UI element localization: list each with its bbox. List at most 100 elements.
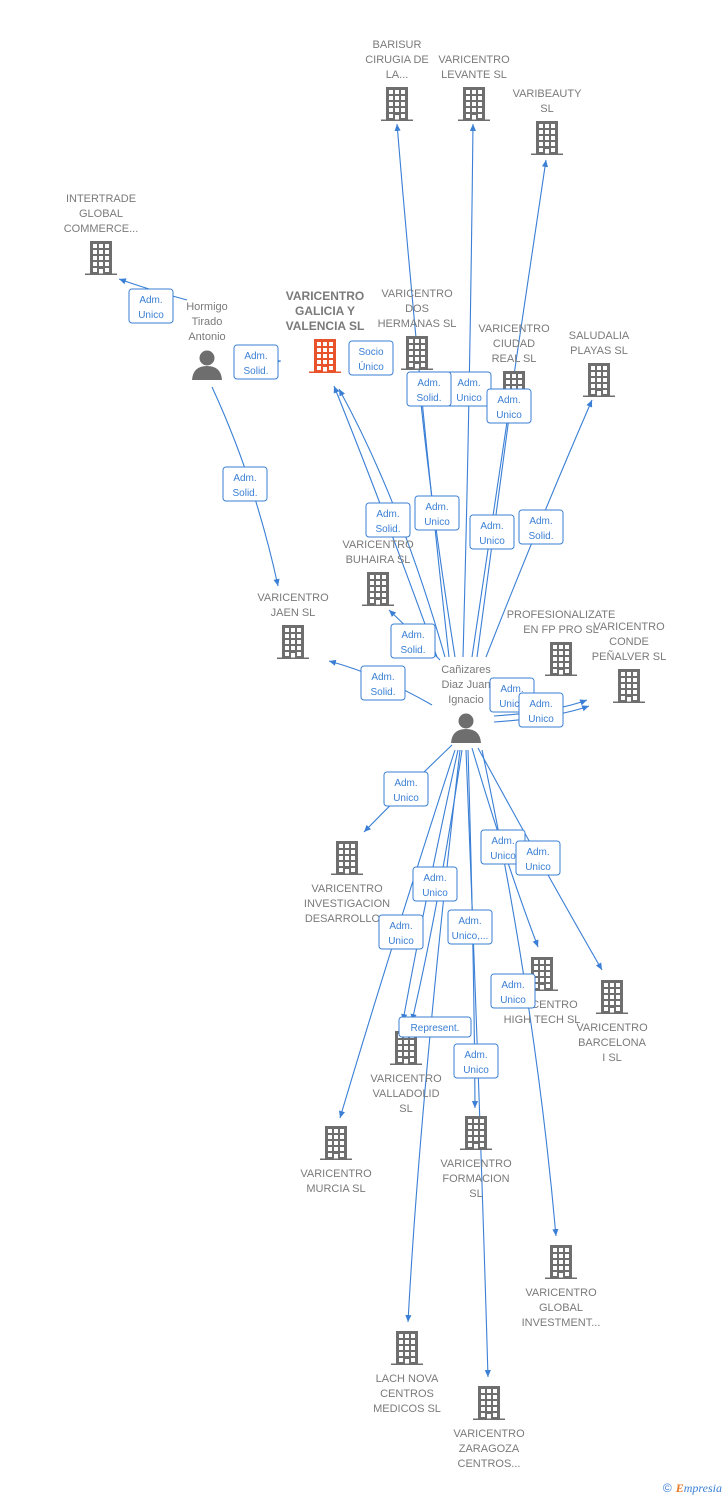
node-label-line: EN FP PRO SL <box>523 624 599 636</box>
relation-badge[interactable]: Adm. Unico <box>480 829 526 865</box>
relation-label-line: Adm. <box>425 502 448 513</box>
brand-name: mpresia <box>683 1481 722 1495</box>
node-label-line: MURCIA SL <box>306 1183 365 1195</box>
relation-label-line: Unico <box>490 851 516 862</box>
building-icon <box>381 87 413 121</box>
building-icon <box>320 1126 352 1160</box>
building-icon <box>596 980 628 1014</box>
node-label-line: Diaz Juan <box>442 679 491 691</box>
relation-label-line: Adm. <box>139 295 162 306</box>
relation-badge[interactable]: Adm.Unico <box>378 914 424 950</box>
node-label-line: Tirado <box>192 316 223 328</box>
node-label-line: VARICENTRO <box>438 54 510 66</box>
relation-badge[interactable]: Adm.Solid. <box>518 509 564 545</box>
brand-initial: E <box>675 1481 684 1495</box>
node-investigacion[interactable]: VARICENTROINVESTIGACIONDESARROLLO... <box>304 841 390 925</box>
node-label-line: LACH NOVA <box>376 1373 439 1385</box>
node-label-line: HIGH TECH SL <box>504 1014 581 1026</box>
relation-badge[interactable]: Represent. <box>398 1016 472 1038</box>
person-icon <box>451 713 481 743</box>
building-icon <box>458 87 490 121</box>
relation-label-line: Unico <box>525 862 551 873</box>
node-label-line: VARICENTRO <box>257 592 329 604</box>
relation-label-line: Adm. <box>491 836 514 847</box>
node-zaragoza[interactable]: VARICENTROZARAGOZACENTROS... <box>453 1386 525 1470</box>
building-icon <box>613 669 645 703</box>
relation-badge[interactable]: Adm.Solid. <box>222 466 268 502</box>
relation-badge[interactable]: Adm.Unico <box>446 371 492 407</box>
building-icon <box>545 1245 577 1279</box>
node-label-line: Cañizares <box>441 664 491 676</box>
relation-badge[interactable]: Adm.Unico <box>469 514 515 550</box>
node-label-line: VARIBEAUTY <box>513 88 583 100</box>
node-label-line: VARICENTRO <box>525 1287 597 1299</box>
relation-badge[interactable]: Adm.Unico,... <box>447 909 493 945</box>
node-label-line: CENTROS <box>380 1388 434 1400</box>
node-murcia[interactable]: VARICENTRO MURCIA SL <box>300 1126 372 1195</box>
relation-badge[interactable]: Adm.Solid. <box>360 665 406 701</box>
relation-badge[interactable]: Adm.Unico <box>453 1043 499 1079</box>
node-label-line: COMMERCE... <box>64 223 139 235</box>
relation-label-line: Adm. <box>457 378 480 389</box>
relation-badge[interactable]: Adm.Solid. <box>233 344 279 380</box>
node-global-investment[interactable]: VARICENTROGLOBALINVESTMENT... <box>522 1245 601 1329</box>
relation-label-line: Solid. <box>375 524 400 535</box>
node-label-line: VARICENTRO <box>576 1022 648 1034</box>
relation-badge[interactable]: Adm.Solid. <box>390 623 436 659</box>
node-label-line: PEÑALVER SL <box>592 650 666 663</box>
relation-label-line: Único <box>358 360 384 373</box>
relation-badge[interactable]: Adm.Unico <box>383 771 429 807</box>
relation-label-line: Adm. <box>526 847 549 858</box>
building-icon <box>309 339 341 373</box>
relation-badge[interactable]: Adm. Unico <box>128 288 174 324</box>
relation-label-line: Adm. <box>497 395 520 406</box>
node-label-line: BARCELONA <box>578 1037 647 1049</box>
node-label-line: PLAYAS SL <box>570 345 628 357</box>
node-label-line: ZARAGOZA <box>459 1443 520 1455</box>
relation-badge[interactable]: Adm.Solid. <box>406 371 452 407</box>
relation-badge[interactable]: Adm.Unico <box>414 495 460 531</box>
relation-label-line: Adm. <box>529 516 552 527</box>
node-label-line: DOS <box>405 303 429 315</box>
relation-label-line: Adm. <box>394 778 417 789</box>
relation-badge[interactable]: Adm.Unico <box>412 866 458 902</box>
node-label-line: BUHAIRA SL <box>346 554 411 566</box>
relation-badge[interactable]: Adm.Unico <box>518 692 564 728</box>
node-label-line: VARICENTRO <box>440 1158 512 1170</box>
relation-badge[interactable]: Adm.Unico <box>490 973 536 1009</box>
node-intertrade[interactable]: INTERTRADEGLOBALCOMMERCE... <box>64 193 139 275</box>
node-label-line: VARICENTRO <box>381 288 453 300</box>
building-icon <box>331 841 363 875</box>
relation-badge[interactable]: Adm.Unico <box>486 388 532 424</box>
relation-badge[interactable]: Adm. Solid. <box>365 502 411 538</box>
copyright-symbol: © <box>662 1481 672 1495</box>
building-icon <box>277 625 309 659</box>
building-icon <box>391 1331 423 1365</box>
node-label-line: CENTROS... <box>458 1458 521 1470</box>
node-label-line: VARICENTRO <box>370 1073 442 1085</box>
relation-label-line: Unico <box>138 310 164 321</box>
node-label-line: VARICENTRO <box>300 1168 372 1180</box>
building-icon <box>473 1386 505 1420</box>
relation-badge[interactable]: Adm. Unico <box>515 840 561 876</box>
relation-label-line: Adm. <box>376 509 399 520</box>
